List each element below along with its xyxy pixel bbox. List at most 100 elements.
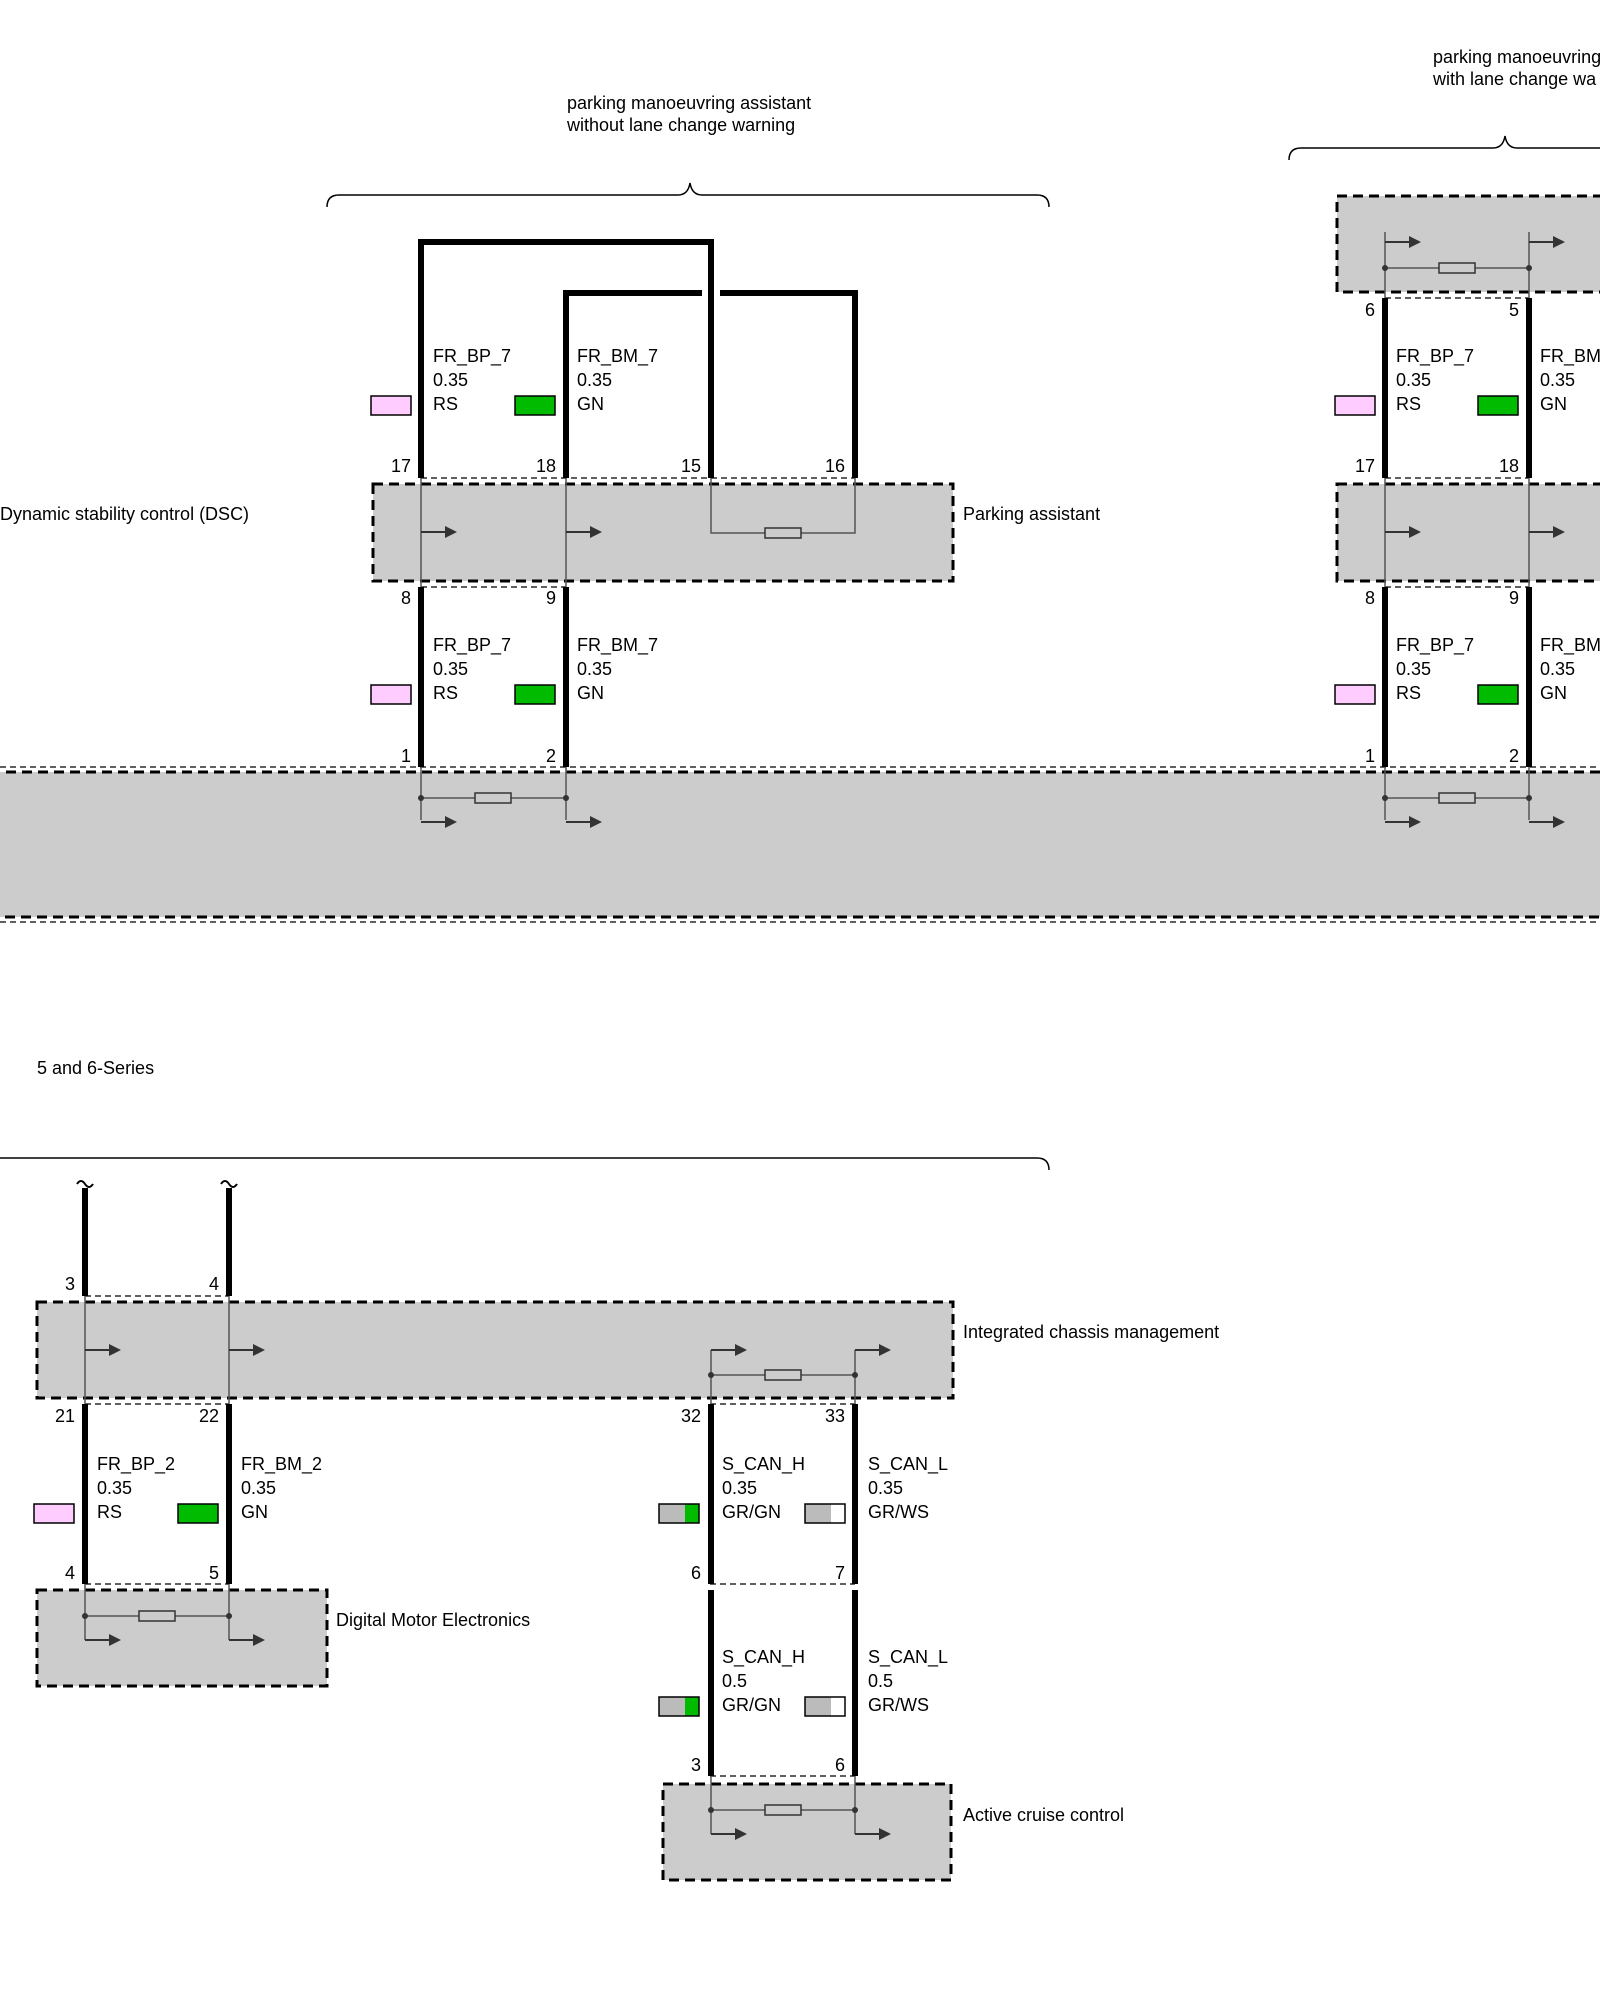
wire-size: 0.35 bbox=[1396, 370, 1431, 390]
module-label-parking-assistant: Parking assistant bbox=[963, 504, 1100, 524]
wire-color: RS bbox=[433, 683, 458, 703]
icm-box bbox=[35, 1300, 955, 1400]
signal-arrow-icon bbox=[1385, 236, 1421, 248]
signal-arrow-icon bbox=[1529, 526, 1565, 538]
color-swatch bbox=[1477, 395, 1519, 416]
junction-dot bbox=[1526, 795, 1532, 801]
junction-dot bbox=[852, 1372, 858, 1378]
wire-color: GN bbox=[577, 394, 604, 414]
signal-arrow-icon bbox=[1385, 526, 1421, 538]
brace-series bbox=[0, 1157, 1050, 1171]
wire-name: S_CAN_H bbox=[722, 1647, 805, 1668]
wire-color: GR/WS bbox=[868, 1502, 929, 1522]
color-swatch bbox=[1334, 684, 1376, 705]
brace-without-lcw bbox=[326, 182, 1050, 208]
junction-dot bbox=[708, 1372, 714, 1378]
wire-size: 0.35 bbox=[433, 370, 468, 390]
junction-dot bbox=[708, 1807, 714, 1813]
pin-number: 4 bbox=[209, 1274, 219, 1294]
wire-size: 0.35 bbox=[722, 1478, 757, 1498]
pin-number: 8 bbox=[1365, 588, 1375, 608]
color-swatch bbox=[1334, 395, 1376, 416]
pin-number: 33 bbox=[825, 1406, 845, 1426]
wire-name: FR_BP_7 bbox=[1396, 346, 1474, 367]
wire-color: RS bbox=[97, 1502, 122, 1522]
signal-arrow-icon bbox=[229, 1344, 265, 1356]
signal-arrow-icon bbox=[85, 1344, 121, 1356]
wire-color: GR/GN bbox=[722, 1695, 781, 1715]
pin-number: 15 bbox=[681, 456, 701, 476]
signal-arrow-icon bbox=[421, 816, 457, 828]
signal-arrow-icon bbox=[1385, 816, 1421, 828]
wire-break-icon bbox=[76, 1180, 94, 1188]
pin-number: 1 bbox=[1365, 746, 1375, 766]
pin-number: 9 bbox=[546, 588, 556, 608]
module-label-acc: Active cruise control bbox=[963, 1805, 1124, 1825]
pin-number: 3 bbox=[691, 1755, 701, 1775]
signal-arrow-icon bbox=[1529, 236, 1565, 248]
pin-number: 18 bbox=[1499, 456, 1519, 476]
wire-name: FR_BP_7 bbox=[433, 635, 511, 656]
signal-arrow-icon bbox=[566, 816, 602, 828]
wire-name: S_CAN_H bbox=[722, 1454, 805, 1475]
wire-name: FR_BM bbox=[1540, 346, 1600, 367]
group-title-without-lcw-2: without lane change warning bbox=[566, 115, 795, 135]
module-label-icm: Integrated chassis management bbox=[963, 1322, 1219, 1342]
pin-number: 18 bbox=[536, 456, 556, 476]
color-swatches bbox=[33, 395, 1519, 1717]
pin-number: 9 bbox=[1509, 588, 1519, 608]
wire-name: FR_BM bbox=[1540, 635, 1600, 656]
color-swatch bbox=[514, 395, 556, 416]
wire-name: FR_BP_7 bbox=[1396, 635, 1474, 656]
color-swatch bbox=[370, 395, 412, 416]
wire-size: 0.35 bbox=[1540, 659, 1575, 679]
junction-dot bbox=[1526, 265, 1532, 271]
wire-size: 0.35 bbox=[241, 1478, 276, 1498]
wire-size: 0.35 bbox=[868, 1478, 903, 1498]
pin-number: 16 bbox=[825, 456, 845, 476]
wire-size: 0.35 bbox=[433, 659, 468, 679]
wire-name: FR_BM_7 bbox=[577, 635, 658, 656]
pin-number: 22 bbox=[199, 1406, 219, 1426]
wire-loop-18-16 bbox=[563, 290, 858, 478]
wire-size: 0.5 bbox=[868, 1671, 893, 1691]
color-swatch bbox=[33, 1503, 75, 1524]
acc-box bbox=[661, 1782, 953, 1882]
group-title-with-lcw-2: with lane change wa bbox=[1432, 69, 1597, 89]
wire-size: 0.35 bbox=[1540, 370, 1575, 390]
color-swatch bbox=[658, 1696, 700, 1717]
pin-number: 6 bbox=[691, 1563, 701, 1583]
junction-dots bbox=[82, 265, 1532, 1813]
wire-color: GN bbox=[1540, 394, 1567, 414]
junction-dot bbox=[852, 1807, 858, 1813]
group-title-with-lcw-1: parking manoeuvring bbox=[1433, 47, 1600, 67]
junction-dot bbox=[82, 1613, 88, 1619]
wire-labels: FR_BP_7 0.35 RS FR_BM_7 0.35 GN FR_BP_7 … bbox=[97, 346, 1600, 1715]
pin-number: 6 bbox=[835, 1755, 845, 1775]
wire-size: 0.35 bbox=[1396, 659, 1431, 679]
pin-number: 2 bbox=[1509, 746, 1519, 766]
pin-number: 1 bbox=[401, 746, 411, 766]
signal-arrow-icon bbox=[711, 1828, 747, 1840]
signal-arrow-icon bbox=[855, 1828, 891, 1840]
wire-size: 0.35 bbox=[577, 370, 612, 390]
wire-name: FR_BM_7 bbox=[577, 346, 658, 367]
color-swatch bbox=[1477, 684, 1519, 705]
wire-name: S_CAN_L bbox=[868, 1647, 948, 1668]
color-swatch bbox=[514, 684, 556, 705]
signal-arrow-icon bbox=[711, 1344, 747, 1356]
module-label-dsc: Dynamic stability control (DSC) bbox=[0, 504, 249, 524]
junction-dot bbox=[418, 795, 424, 801]
wire-name: FR_BP_7 bbox=[433, 346, 511, 367]
pin-number: 21 bbox=[55, 1406, 75, 1426]
wire-loop-17-15 bbox=[418, 239, 714, 478]
pin-number: 5 bbox=[1509, 300, 1519, 320]
wire-color: GR/WS bbox=[868, 1695, 929, 1715]
dsc-box bbox=[0, 770, 1600, 919]
pin-number: 5 bbox=[209, 1563, 219, 1583]
junction-dot bbox=[226, 1613, 232, 1619]
parking-assistant-box bbox=[371, 482, 955, 583]
wire-color: GN bbox=[577, 683, 604, 703]
signal-arrow-icon bbox=[229, 1634, 265, 1646]
signal-arrow-icon bbox=[85, 1634, 121, 1646]
